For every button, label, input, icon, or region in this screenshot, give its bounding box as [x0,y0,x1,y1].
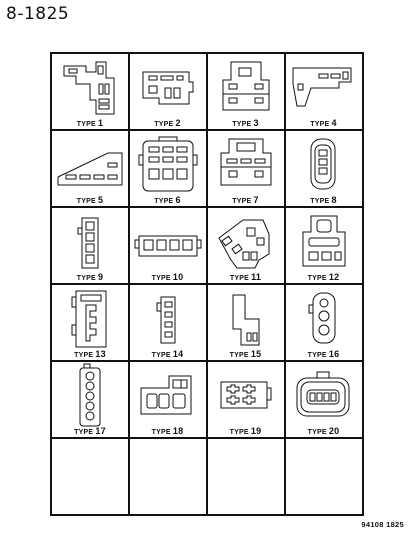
connector-cell-type-12: TYPE 12 [285,208,362,283]
connector-cell-type-16: TYPE 16 [285,285,362,360]
connector-type-label: TYPE 18 [151,426,184,436]
connector-cell-type-15: TYPE 15 [207,285,284,360]
multi-pin-connector-icon [138,136,198,192]
connector-type-label: TYPE 11 [229,272,262,282]
mixed-pin-connector-icon [140,375,192,415]
connector-cell-type-11: TYPE 11 [207,208,284,283]
connector-type-label: TYPE 15 [229,349,262,359]
connector-cell-type-17: TYPE 17 [52,362,128,437]
rectangular-connector-icon [142,71,194,105]
four-pin-vertical-connector-icon [77,217,99,269]
connector-type-label: TYPE 7 [232,195,259,205]
round-three-pin-connector-icon [308,292,336,344]
three-pin-socket-connector-icon [302,215,346,267]
connector-type-label: TYPE 13 [74,349,106,359]
angled-bracket-connector-icon [292,67,352,107]
rotated-connector-icon [218,219,270,269]
connector-type-label: TYPE 3 [232,118,259,128]
connector-type-label: TYPE 1 [76,118,104,128]
page-number: 8-1825 [6,4,70,24]
connector-type-label: TYPE 20 [307,426,340,436]
connector-cell-type-6: TYPE 6 [129,131,206,206]
round-five-pin-connector-icon [79,363,101,427]
connector-type-label: TYPE 19 [229,426,262,436]
connector-type-label: TYPE 2 [154,118,181,128]
narrow-connector-icon [156,296,176,344]
connector-cell-type-13: TYPE 13 [52,285,128,360]
connector-cell-type-1: TYPE 1 [52,54,128,129]
cross-pin-connector-icon [220,381,272,409]
sealed-round-connector-icon [296,371,350,417]
tall-housing-connector-icon [71,290,107,348]
bracket-connector-icon [63,61,115,115]
grid-divider [206,54,208,514]
four-pin-horizontal-connector-icon [134,235,202,257]
connector-cell-type-2: TYPE 2 [129,54,206,129]
connector-type-label: TYPE 8 [310,195,337,205]
reference-code: 94108 1825 [361,520,404,529]
connector-cell-type-3: TYPE 3 [207,54,284,129]
connector-type-label: TYPE 10 [151,272,184,282]
wedge-connector-icon [57,152,123,186]
connector-type-label: TYPE 14 [151,349,184,359]
connector-type-label: TYPE 5 [76,195,104,205]
connector-type-label: TYPE 9 [76,272,104,282]
grid-divider [128,54,130,514]
connector-grid: TYPE 1 TYPE 2 TYPE 3 TYP [50,52,364,516]
oval-connector-icon [310,138,336,190]
l-shaped-connector-icon [232,294,260,346]
connector-type-label: TYPE 17 [74,426,106,436]
connector-type-label: TYPE 12 [307,272,340,282]
connector-cell-type-18: TYPE 18 [129,362,206,437]
connector-type-label: TYPE 4 [310,118,337,128]
grid-divider [284,54,286,514]
connector-cell-type-10: TYPE 10 [129,208,206,283]
connector-type-label: TYPE 16 [307,349,340,359]
connector-cell-type-8: TYPE 8 [285,131,362,206]
connector-cell-type-5: TYPE 5 [52,131,128,206]
connector-cell-type-7: TYPE 7 [207,131,284,206]
connector-cell-type-20: TYPE 20 [285,362,362,437]
connector-cell-type-19: TYPE 19 [207,362,284,437]
latched-block-connector-icon [220,138,272,186]
connector-cell-type-9: TYPE 9 [52,208,128,283]
block-connector-icon [222,61,270,111]
connector-type-label: TYPE 6 [154,195,181,205]
connector-cell-type-14: TYPE 14 [129,285,206,360]
connector-cell-type-4: TYPE 4 [285,54,362,129]
